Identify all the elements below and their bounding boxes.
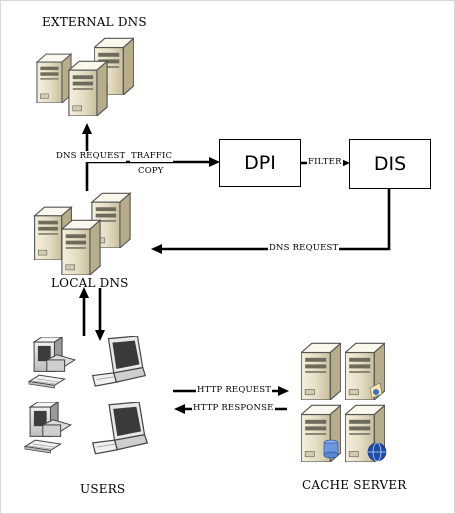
http-response-label: HTTP RESPONSE <box>192 403 275 414</box>
arrowhead-to-dpi <box>209 157 220 167</box>
dpi-node: DPI <box>219 139 301 187</box>
dis-node: DIS <box>349 139 431 189</box>
arrowhead-up-local-dns <box>79 287 89 298</box>
cache-server-badges <box>323 382 387 462</box>
filter-label: FILTER <box>307 157 343 168</box>
arrowhead-to-users <box>174 404 185 414</box>
arrowhead-up-external-dns <box>82 123 92 134</box>
dns-request-back-line <box>159 189 391 251</box>
dns-request-up-label: DNS REQUEST <box>55 151 127 162</box>
users-computers-icon <box>24 336 149 455</box>
arrowhead-down-users <box>95 330 105 341</box>
http-request-label: HTTP REQUEST <box>196 385 273 396</box>
arrowhead-to-cache <box>278 386 289 396</box>
dpi-label: DPI <box>244 152 276 174</box>
external-dns-label: EXTERNAL DNS <box>42 15 147 29</box>
dns-request-back-label: DNS REQUEST <box>268 243 340 254</box>
external-dns-server-group-icon <box>36 37 134 116</box>
dis-label: DIS <box>373 153 407 175</box>
local-dns-server-group-icon <box>33 192 131 275</box>
traffic-copy-label-line2: COPY <box>137 166 165 177</box>
cache-server-label: CACHE SERVER <box>302 478 407 492</box>
traffic-copy-label-line1: TRAFFIC <box>130 151 174 162</box>
arrowhead-to-local-dns <box>151 244 162 254</box>
users-label: USERS <box>80 482 126 496</box>
local-dns-label: LOCAL DNS <box>51 276 129 290</box>
